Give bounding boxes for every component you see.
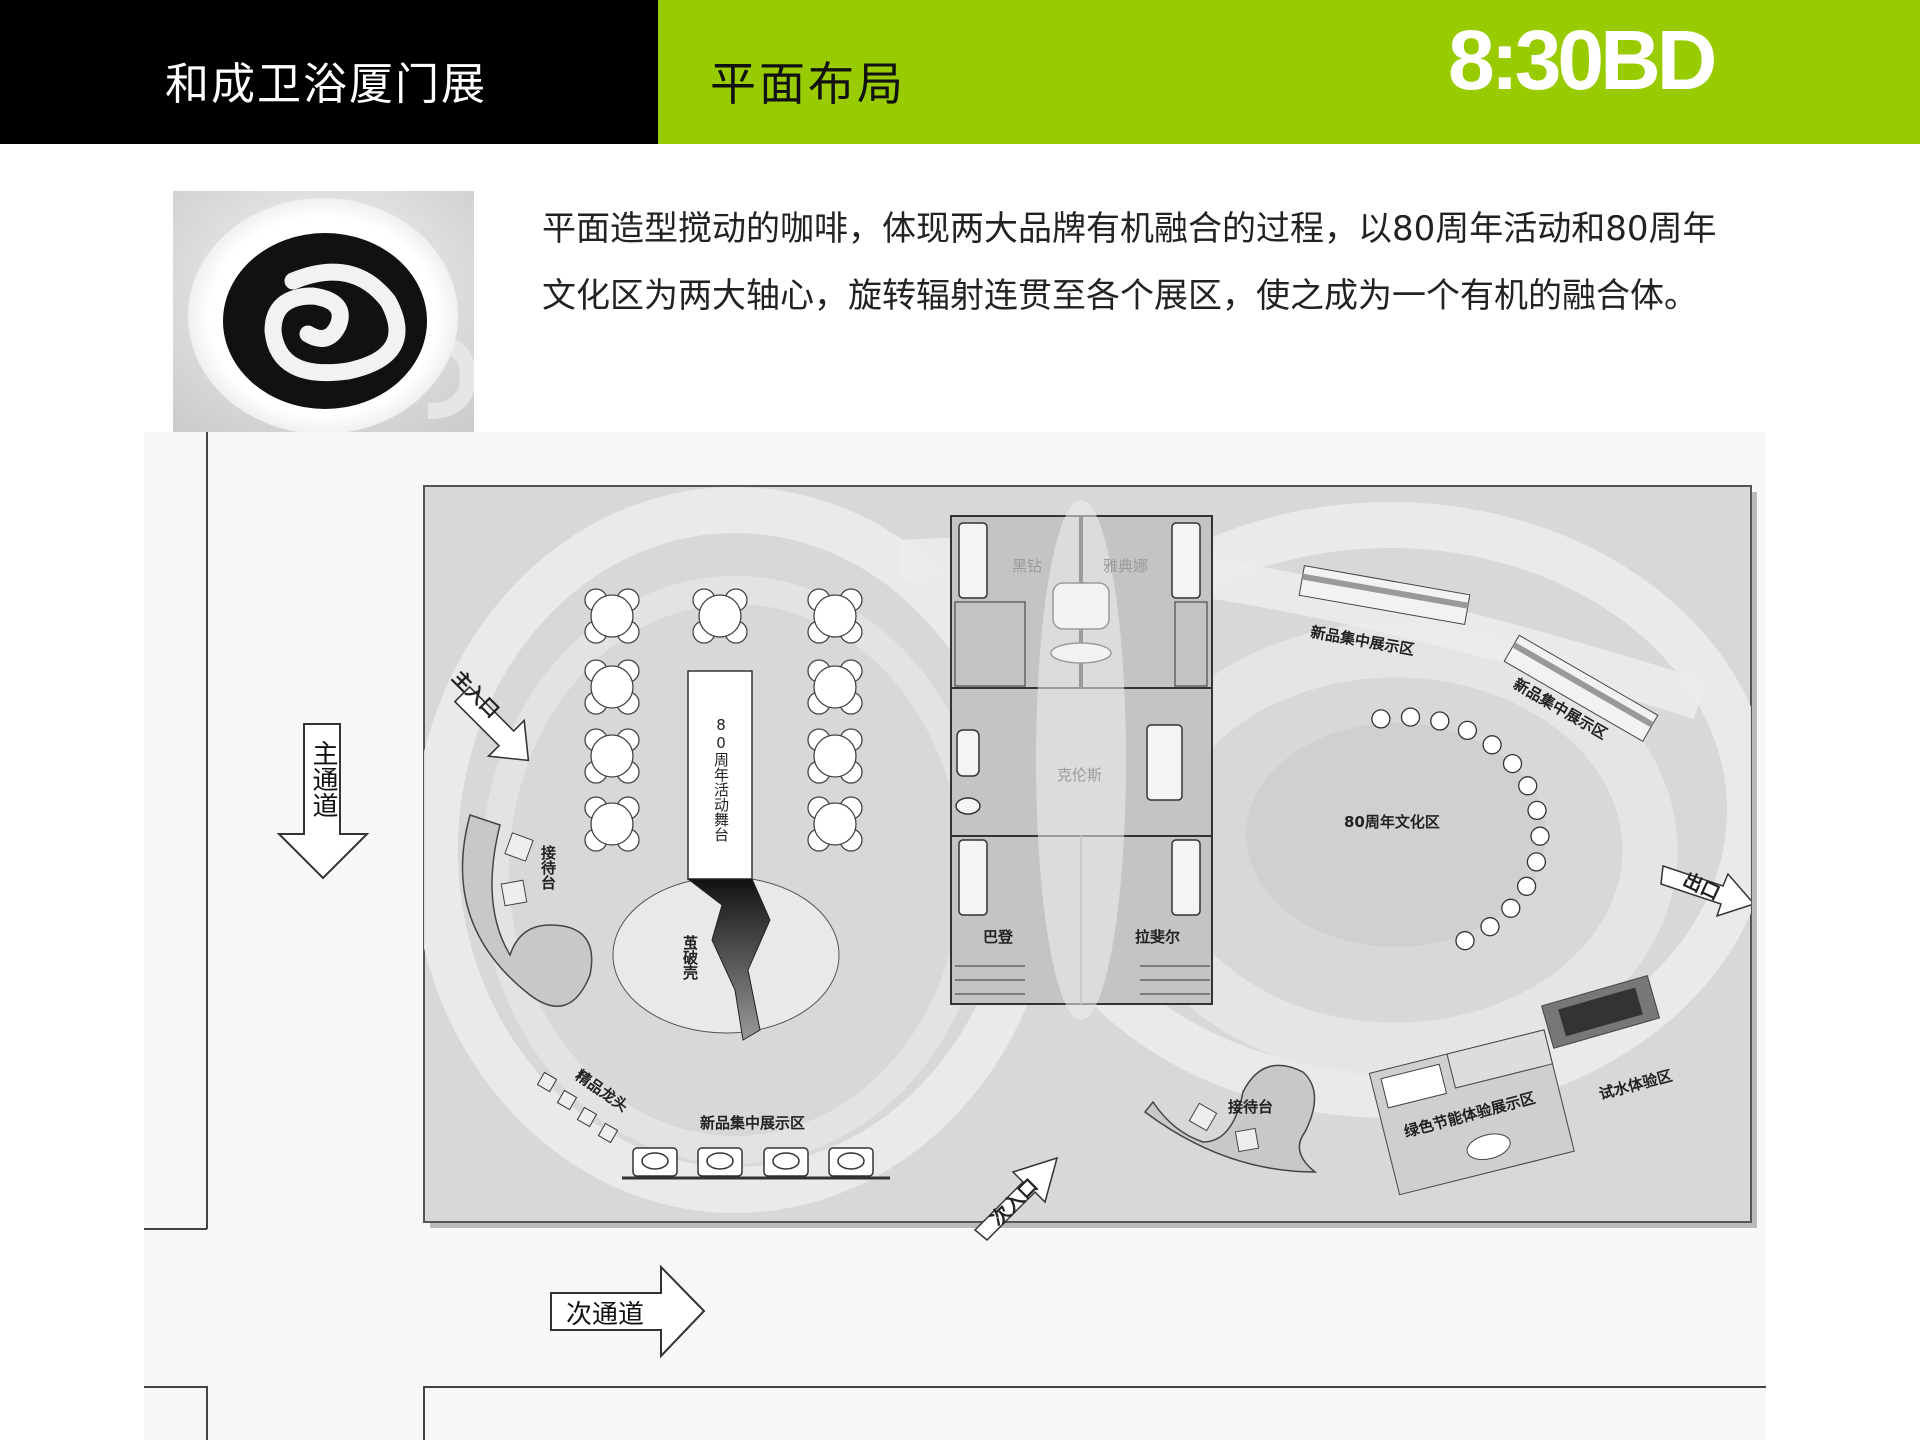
- divider: [206, 1386, 208, 1440]
- divider: [144, 1228, 207, 1230]
- main-aisle-label: 主通道: [308, 740, 338, 818]
- header-section-bar: [658, 0, 1920, 144]
- plan-panel: [144, 432, 1766, 1440]
- divider: [423, 1386, 425, 1440]
- room-label: 雅典娜: [1103, 557, 1149, 575]
- reception-right-label: 接待台: [1228, 1098, 1274, 1116]
- cocoon-label: 茧破壳: [681, 935, 699, 980]
- divider: [206, 432, 208, 1229]
- room-label: 巴登: [983, 928, 1014, 946]
- divider: [144, 1386, 207, 1388]
- room-label: 拉斐尔: [1135, 928, 1181, 946]
- room-label: 黑钻: [1012, 557, 1043, 575]
- culture-zone-label: 80周年文化区: [1344, 813, 1440, 831]
- reception-left-label: 接待台: [539, 845, 557, 890]
- divider: [423, 1386, 1766, 1388]
- secondary-aisle-label: 次通道: [566, 1300, 645, 1330]
- brand-title: 和成卫浴厦门展: [165, 59, 487, 110]
- header-brand-bar: [0, 0, 658, 144]
- new-products-bottom-label: 新品集中展示区: [700, 1114, 806, 1132]
- logo: 8:30BD: [1448, 13, 1717, 107]
- coffee-swirl-image: [173, 191, 474, 432]
- intro-paragraph: 平面造型搅动的咖啡，体现两大品牌有机融合的过程，以80周年活动和80周年文化区为…: [542, 209, 1717, 316]
- stage-label: 80周年活动舞台: [712, 716, 730, 842]
- room-label: 克伦斯: [1057, 766, 1103, 784]
- section-title: 平面布局: [710, 57, 906, 111]
